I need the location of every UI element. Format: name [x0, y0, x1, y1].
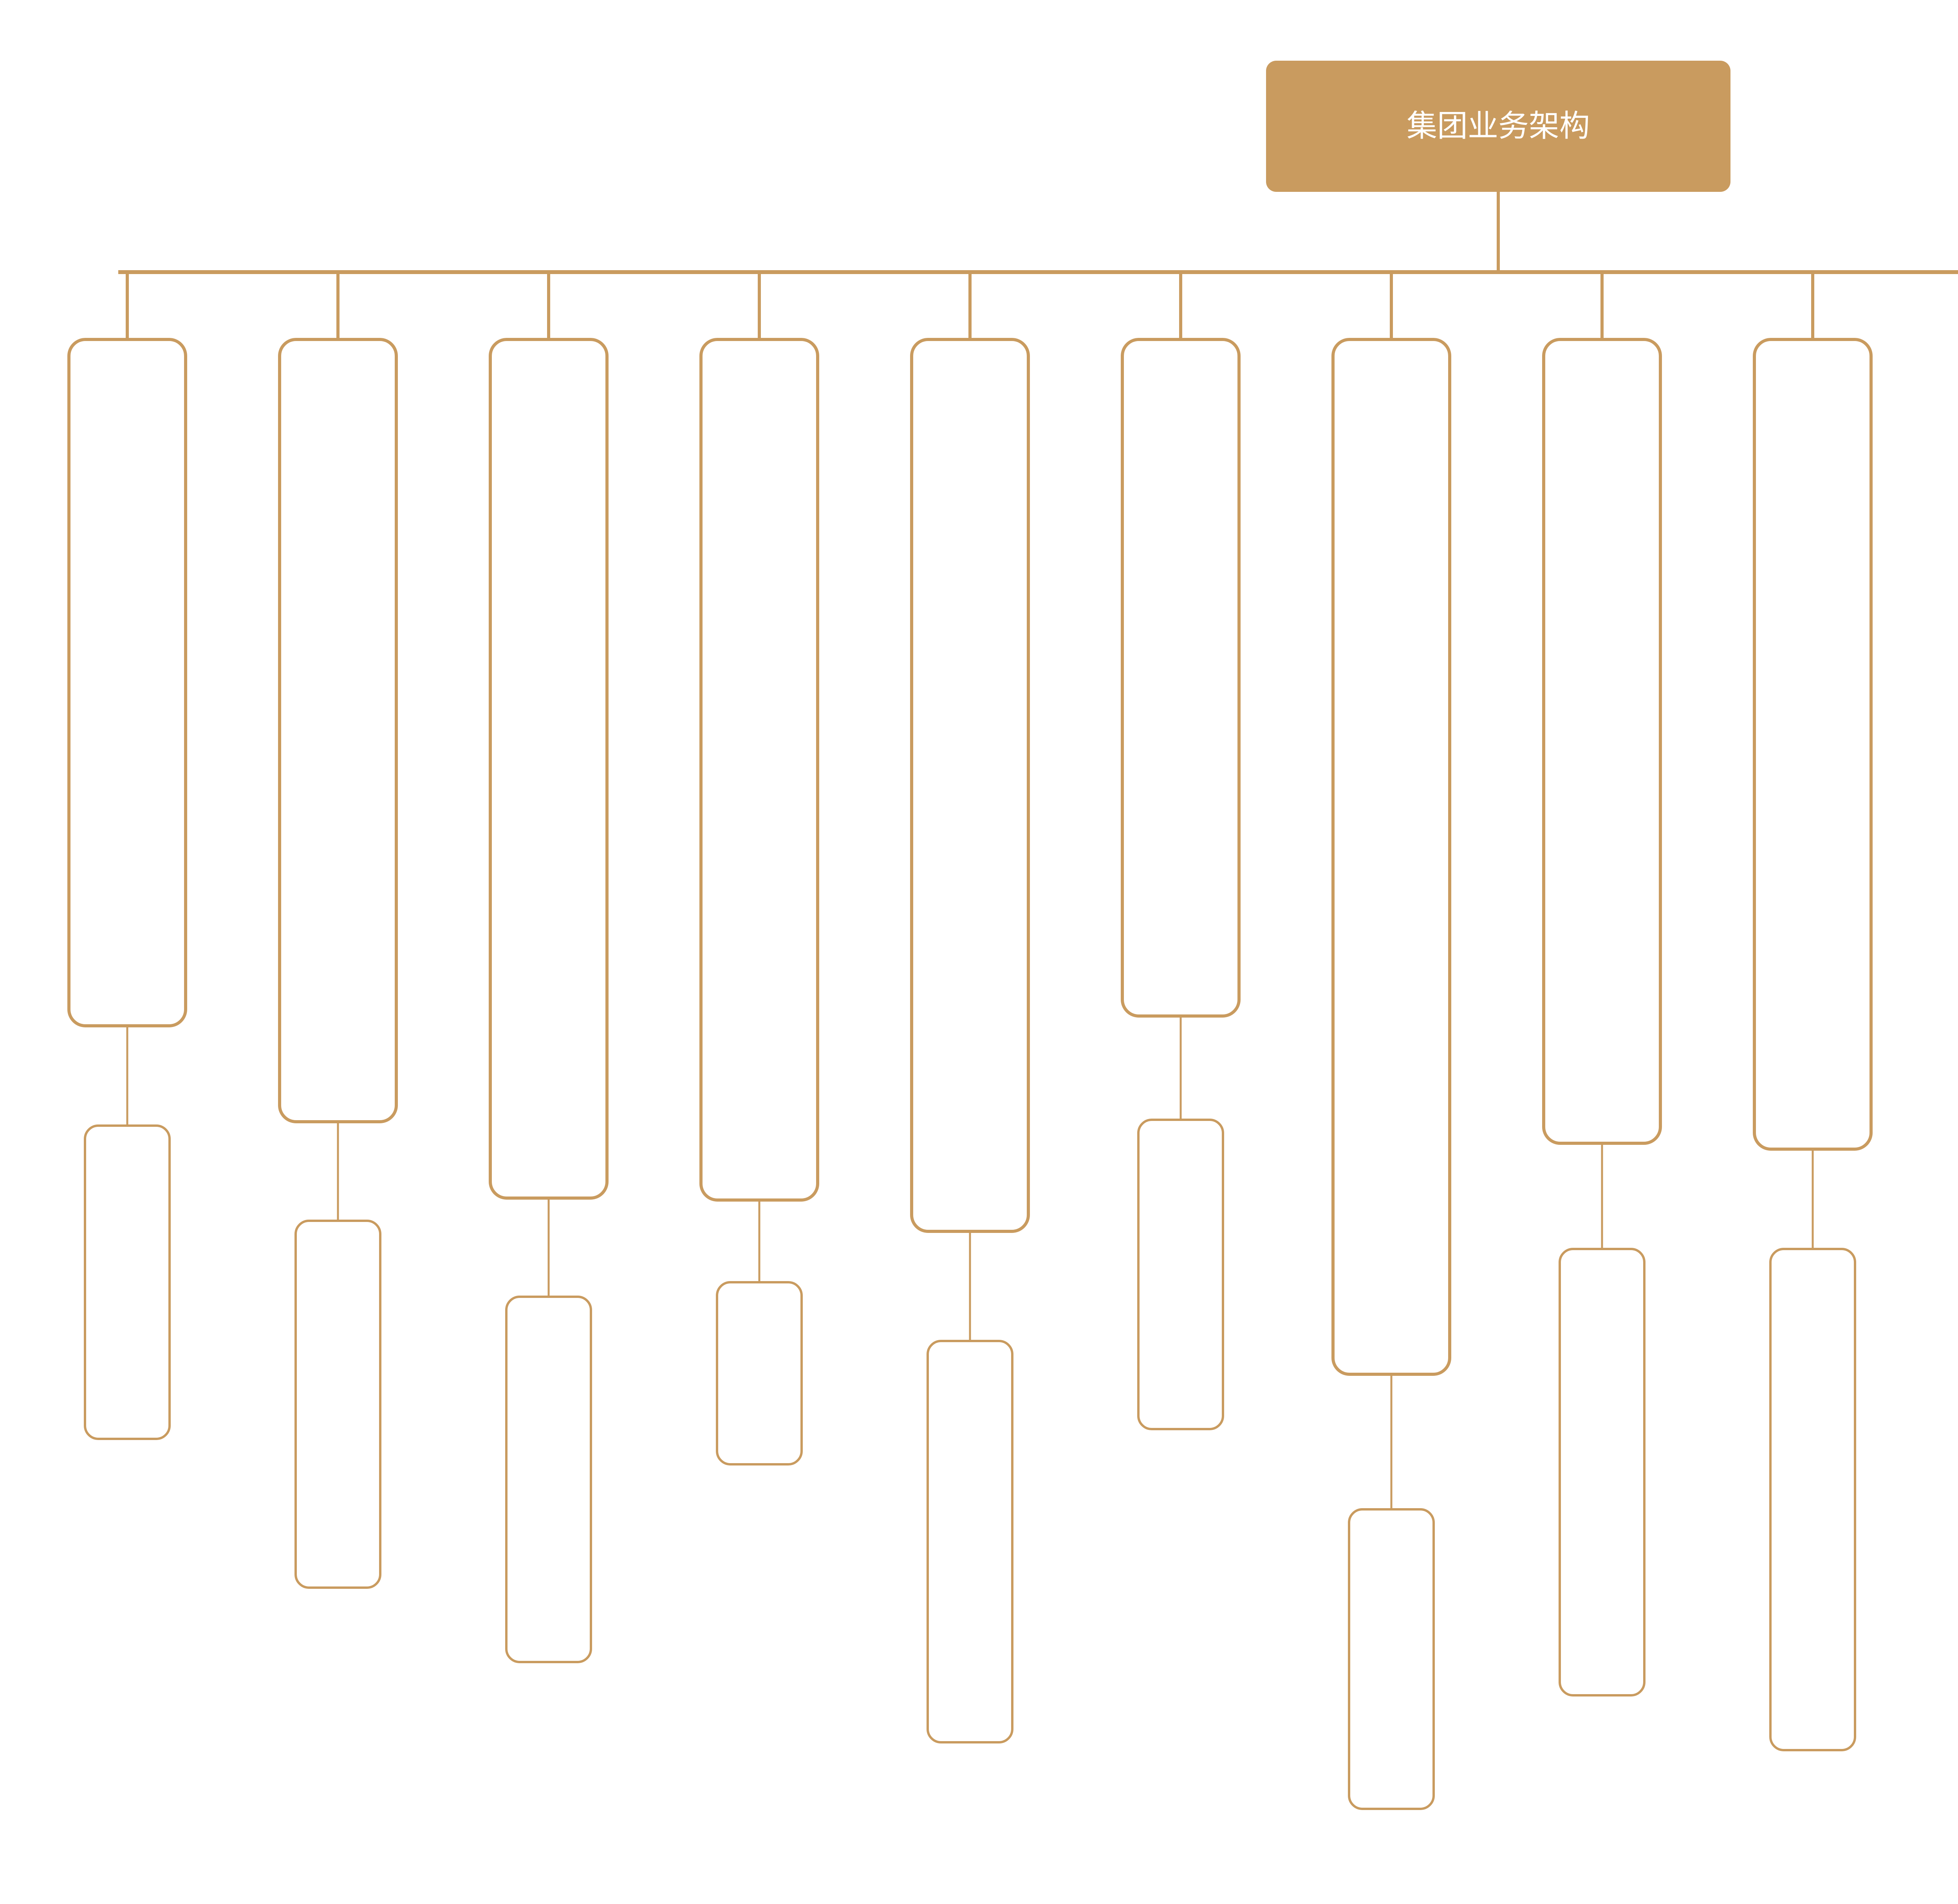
- level1-node-1[interactable]: [67, 338, 187, 1027]
- nodes-layer: [67, 338, 1873, 1810]
- level2-node-7[interactable]: [1348, 1508, 1435, 1810]
- level2-node-3[interactable]: [505, 1296, 592, 1663]
- connectors-layer: [118, 192, 1958, 1509]
- level1-node-3[interactable]: [489, 338, 609, 1200]
- level1-node-9[interactable]: [1753, 338, 1873, 1151]
- level2-node-8[interactable]: [1559, 1248, 1646, 1696]
- level1-node-8[interactable]: [1542, 338, 1662, 1145]
- root-node-layer: 集团业务架构: [1266, 61, 1730, 192]
- level2-node-6[interactable]: [1137, 1119, 1224, 1430]
- level1-node-4[interactable]: [699, 338, 819, 1202]
- level1-node-2[interactable]: [278, 338, 398, 1123]
- level1-node-6[interactable]: [1121, 338, 1241, 1018]
- root-node-label: 集团业务架构: [1407, 108, 1590, 144]
- level2-node-1[interactable]: [84, 1124, 171, 1440]
- level2-node-9[interactable]: [1769, 1248, 1856, 1751]
- level2-node-4[interactable]: [716, 1281, 803, 1465]
- level2-node-5[interactable]: [927, 1340, 1013, 1743]
- root-node[interactable]: [1266, 61, 1730, 192]
- level1-node-7[interactable]: [1331, 338, 1451, 1376]
- level1-node-5[interactable]: [910, 338, 1030, 1233]
- level2-node-2[interactable]: [294, 1220, 381, 1589]
